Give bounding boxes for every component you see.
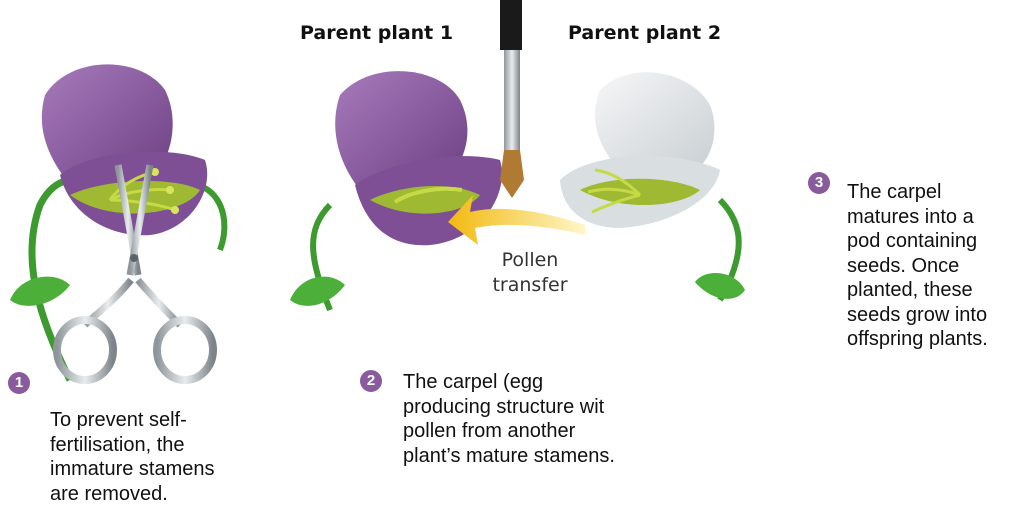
flower-purple-icon bbox=[10, 64, 224, 380]
step-3-text: The carpel matures into a pod containing… bbox=[847, 180, 988, 352]
paintbrush-icon bbox=[500, 0, 524, 198]
step-2-badge: 2 bbox=[360, 370, 382, 392]
pollen-arrow-icon bbox=[448, 195, 585, 245]
pollen-transfer-label: Pollen transfer bbox=[475, 248, 585, 298]
step-1-text: To prevent self- fertilisation, the imma… bbox=[50, 408, 215, 506]
step-2-text: The carpel (egg producing structure wit … bbox=[403, 370, 615, 468]
parent-plant-2-label: Parent plant 2 bbox=[568, 22, 721, 44]
step-1-badge: 1 bbox=[8, 372, 30, 394]
parent-plant-1-label: Parent plant 1 bbox=[300, 22, 453, 44]
flower-purple-icon bbox=[290, 71, 502, 310]
step-3-badge: 3 bbox=[808, 172, 830, 194]
flower-white-icon bbox=[560, 72, 745, 300]
